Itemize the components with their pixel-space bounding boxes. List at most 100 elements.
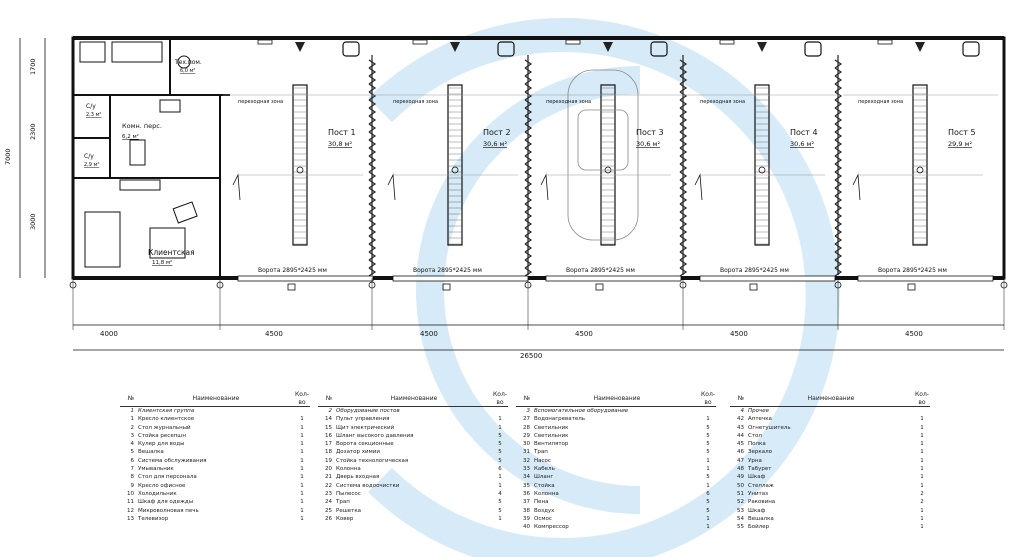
legend-num: 46 <box>737 449 744 456</box>
post-title: Пост 3 <box>636 128 664 137</box>
gate-label: Ворота 2895*2425 мм <box>878 267 947 274</box>
legend-name: Раковина <box>748 499 776 506</box>
fan-unit <box>650 41 668 57</box>
legend-num: 1 <box>130 408 135 414</box>
legend-qty: 1 <box>920 441 924 448</box>
legend-num: 3 <box>130 432 135 439</box>
legend-name: Воздух <box>534 507 555 514</box>
post-area: 30,8 м² <box>328 140 352 148</box>
legend-num: 51 <box>737 490 744 497</box>
legend-name: Оборудование постов <box>336 408 400 414</box>
legend-qty: 1 <box>300 432 304 439</box>
legend-qty: 1 <box>920 457 924 464</box>
legend-qty: 5 <box>498 441 502 448</box>
column-marker <box>834 278 842 330</box>
fan-unit <box>342 41 360 57</box>
legend-header-qty: Кол-во <box>493 390 507 406</box>
legend-qty: 2 <box>920 490 924 497</box>
gate-label: Ворота 2895*2425 мм <box>258 267 327 274</box>
bay-divider <box>368 55 377 277</box>
fan-unit <box>804 41 822 57</box>
legend-num: 49 <box>737 474 744 481</box>
legend-qty: 1 <box>920 466 924 473</box>
dosing-unit <box>757 42 767 52</box>
legend-name: Шланг <box>534 474 554 481</box>
legend-header-qty: Кол-во <box>701 390 715 406</box>
legend-qty: 5 <box>706 449 710 456</box>
legend-qty: 5 <box>498 449 502 456</box>
fan-unit <box>962 41 980 57</box>
legend-name: Кабель <box>534 466 555 473</box>
zone-label: переходная зона <box>546 99 591 105</box>
dim-left: 2300 <box>29 123 37 140</box>
legend-num: 2 <box>130 424 135 431</box>
legend-name: Вешалка <box>748 515 774 522</box>
legend-num: 10 <box>127 490 134 497</box>
legend-name: Стол для персонала <box>138 474 197 481</box>
legend-name: Шкаф <box>748 474 766 481</box>
dim-left: 7000 <box>4 148 12 165</box>
legend-name: Осмос <box>534 515 552 522</box>
gate <box>857 275 994 282</box>
legend-name: Умывальник <box>138 466 174 473</box>
legend-header-name: Наименование <box>593 394 641 402</box>
legend-num: 28 <box>523 424 530 431</box>
wash-bay <box>223 39 378 291</box>
column-marker <box>1000 278 1008 330</box>
legend-num: 5 <box>130 449 135 456</box>
legend-qty: 1 <box>498 424 502 431</box>
legend-name: Клиентская группа <box>138 408 195 414</box>
post-title: Пост 1 <box>328 128 356 137</box>
post-title: Пост 4 <box>790 128 818 137</box>
column-marker <box>524 278 532 330</box>
legend-header-name: Наименование <box>192 394 240 402</box>
legend-num: 35 <box>523 482 530 489</box>
zone-label: переходная зона <box>700 99 745 105</box>
legend-header-num: № <box>737 394 744 402</box>
legend-header-qty: Кол-во <box>915 390 929 406</box>
legend-num: 16 <box>325 432 332 439</box>
legend-qty: 1 <box>300 466 304 473</box>
bay-divider <box>834 55 843 277</box>
dosing-unit <box>450 42 460 52</box>
legend-qty: 5 <box>498 432 502 439</box>
staff-room-area: 6,2 м² <box>122 133 139 140</box>
legend-name: Кресло офисное <box>138 482 186 489</box>
dosing-unit <box>915 42 925 52</box>
legend-qty: 1 <box>920 507 924 514</box>
legend-name: Трап <box>336 499 350 506</box>
legend-num: 21 <box>325 474 332 481</box>
legend-qty: 1 <box>920 449 924 456</box>
legend-qty <box>914 407 930 415</box>
dim-left: 3000 <box>29 213 37 230</box>
legend-num: 25 <box>325 507 332 514</box>
legend-qty: 1 <box>300 490 304 497</box>
legend-name: Водонагреватель <box>534 416 585 423</box>
light-fixture <box>565 39 581 45</box>
legend-num: 1 <box>130 416 135 423</box>
legend-num: 31 <box>523 449 530 456</box>
legend-name: Зеркало <box>748 449 772 456</box>
legend-name: Система водоочистки <box>336 482 400 489</box>
